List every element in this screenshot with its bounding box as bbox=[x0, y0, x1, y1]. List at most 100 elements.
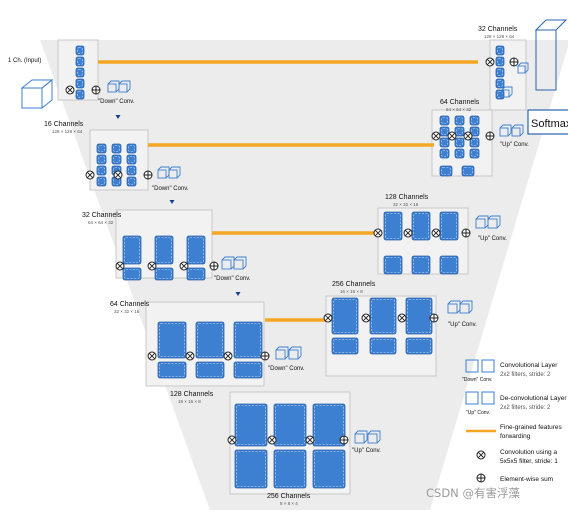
feature-block-border bbox=[371, 339, 395, 353]
flow-arrow-icon bbox=[169, 200, 175, 204]
convolution-op-icon bbox=[431, 131, 441, 141]
convolution-op-stroke bbox=[114, 171, 122, 179]
feature-block-border bbox=[497, 69, 503, 76]
conv-cube-front bbox=[288, 349, 299, 360]
feature-block-border bbox=[236, 405, 266, 445]
feature-block-border bbox=[235, 323, 261, 357]
legend-conv-sub: 2x2 filters, stride: 2 bbox=[500, 372, 551, 378]
dec-128-label: 128 Channels bbox=[385, 194, 429, 201]
legend-conv-cube-1 bbox=[465, 359, 479, 373]
convolution-op-icon bbox=[267, 435, 277, 445]
conv-cube-icon bbox=[459, 300, 473, 314]
feature-block bbox=[383, 255, 403, 275]
bottom-256-label: 256 Channels bbox=[267, 493, 311, 500]
convolution-op-icon bbox=[179, 261, 189, 271]
convolution-op-stroke bbox=[180, 262, 188, 270]
legend-sum-icon bbox=[476, 473, 486, 483]
convolution-op-stroke bbox=[66, 86, 74, 94]
enc-128-label: 128 Channels bbox=[170, 391, 214, 398]
sum-op-icon bbox=[339, 435, 349, 445]
enc-32-sublabel: 64 × 64 × 32 bbox=[88, 220, 114, 225]
convolution-op-stroke bbox=[464, 132, 472, 140]
conv-cube-icon bbox=[118, 80, 131, 93]
conv-cube-back bbox=[367, 430, 381, 444]
sum-op-icon bbox=[260, 351, 270, 361]
convolution-op-icon bbox=[223, 351, 233, 361]
feature-block-border bbox=[197, 323, 223, 357]
conv-cube-icon bbox=[499, 124, 512, 137]
feature-block-border bbox=[124, 269, 140, 279]
convolution-op-stroke bbox=[404, 229, 412, 237]
feature-block bbox=[111, 154, 122, 165]
feature-block-border bbox=[159, 323, 185, 357]
conv-cube-back bbox=[157, 166, 170, 179]
conv-cube-back bbox=[517, 62, 529, 74]
sum-op-icon bbox=[91, 85, 101, 95]
convolution-op-icon bbox=[113, 170, 123, 180]
dec-64-sublabel: 64 × 64 × 32 bbox=[446, 107, 472, 112]
conv-cube-front bbox=[447, 303, 458, 314]
feature-block-border bbox=[333, 299, 357, 333]
legend-deconv-sub: 2x2 filters, stride: 2 bbox=[500, 405, 551, 411]
conv-cube-icon bbox=[487, 215, 501, 229]
feature-block-border bbox=[471, 150, 478, 157]
convolution-op-stroke bbox=[432, 229, 440, 237]
conv-cube-icon bbox=[233, 256, 247, 270]
feature-block bbox=[411, 255, 431, 275]
up-conv-caption-4: "Up" Conv. bbox=[500, 142, 529, 148]
convolution-op-stroke bbox=[486, 58, 494, 66]
feature-block bbox=[454, 148, 465, 159]
feature-block bbox=[331, 297, 359, 335]
conv-cube-back bbox=[354, 430, 368, 444]
feature-block-border bbox=[77, 80, 83, 87]
conv-cube-back bbox=[487, 215, 501, 229]
up-conv-caption-3: "Up" Conv. bbox=[478, 236, 507, 242]
feature-block bbox=[469, 137, 480, 148]
feature-block bbox=[411, 211, 431, 241]
feature-block bbox=[469, 148, 480, 159]
feature-block bbox=[157, 361, 187, 379]
legend-deconv-cube-1 bbox=[465, 391, 479, 405]
feature-block-border bbox=[456, 128, 463, 135]
feature-block bbox=[111, 143, 122, 154]
feature-block bbox=[405, 337, 433, 355]
dec-256-sublabel: 16 × 16 × 8 bbox=[340, 289, 363, 294]
softmax-box bbox=[527, 109, 568, 135]
conv-cube-icon bbox=[107, 80, 120, 93]
feature-block bbox=[454, 137, 465, 148]
feature-block-border bbox=[77, 91, 83, 98]
conv-cube-back bbox=[233, 256, 247, 270]
feature-block-border bbox=[98, 167, 105, 174]
convolution-op-icon bbox=[397, 313, 407, 323]
convolution-op-icon bbox=[323, 313, 333, 323]
dec-64-label: 64 Channels bbox=[440, 99, 480, 106]
feature-block bbox=[96, 176, 107, 187]
feature-block bbox=[469, 126, 480, 137]
convolution-op-stroke bbox=[374, 229, 382, 237]
operators bbox=[65, 57, 529, 445]
flow-arrow-icon bbox=[235, 292, 241, 296]
feature-block-border bbox=[159, 363, 185, 377]
legend-skip-2: forwarding bbox=[500, 433, 531, 440]
conv-cube-back bbox=[475, 215, 489, 229]
feature-block bbox=[273, 449, 307, 489]
conv-cube-icon bbox=[275, 346, 289, 360]
convolution-op-icon bbox=[361, 313, 371, 323]
feature-block-border bbox=[441, 128, 448, 135]
convolution-op-icon bbox=[185, 351, 195, 361]
enc-128-sublabel: 16 × 16 × 8 bbox=[178, 399, 201, 404]
feature-block-border bbox=[275, 451, 305, 487]
convolution-op-icon bbox=[115, 261, 125, 271]
feature-block bbox=[439, 165, 453, 177]
feature-block-border bbox=[77, 47, 83, 54]
feature-block bbox=[369, 297, 397, 335]
feature-block-border bbox=[407, 339, 431, 353]
convolution-op-stroke bbox=[306, 436, 314, 444]
convolution-op-stroke bbox=[148, 262, 156, 270]
softmax-output: Softmax bbox=[527, 19, 568, 135]
down-conv-caption-1: "Down" Conv. bbox=[98, 99, 135, 105]
convolution-op-stroke bbox=[324, 314, 332, 322]
feature-block bbox=[186, 267, 206, 281]
feature-block bbox=[195, 361, 225, 379]
conv-cube-icon bbox=[168, 166, 181, 179]
